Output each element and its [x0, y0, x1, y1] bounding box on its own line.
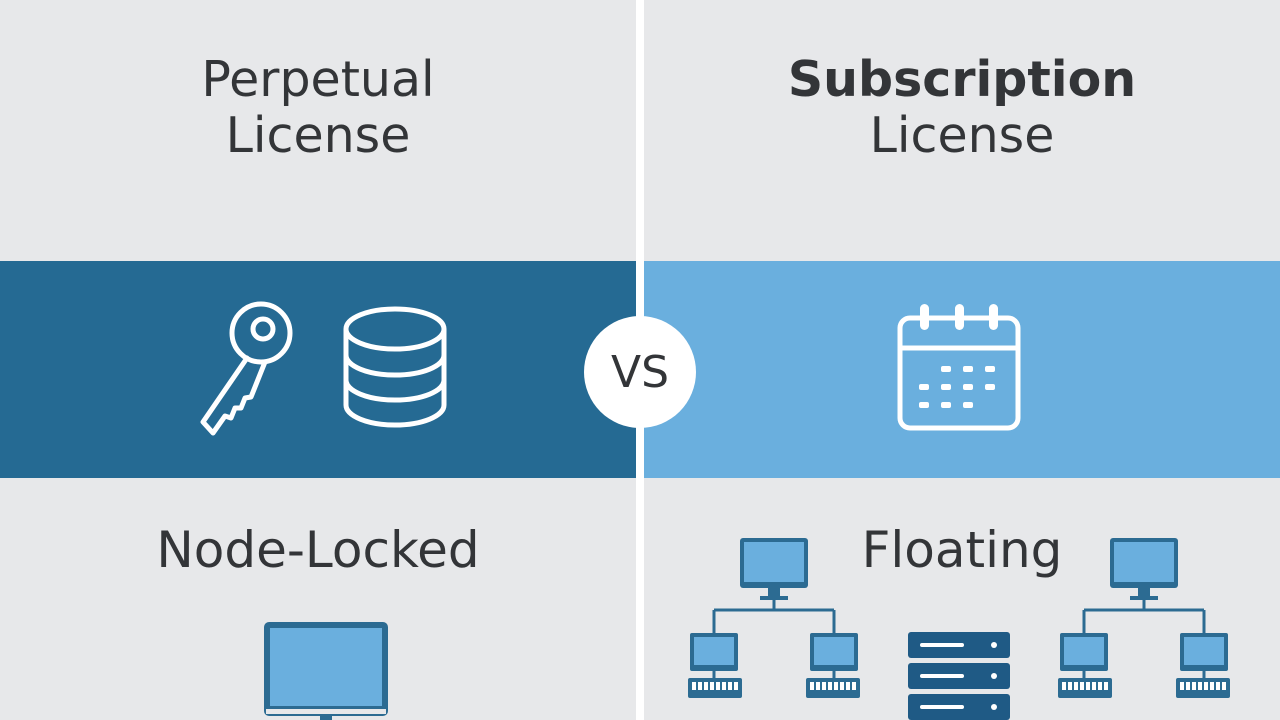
- network-right-icon: [1058, 538, 1230, 698]
- vs-label: VS: [610, 346, 670, 398]
- database-icon: [343, 306, 447, 428]
- vs-badge: VS: [584, 316, 696, 428]
- perpetual-title: Perpetual License: [0, 52, 636, 164]
- perpetual-title-line1: Perpetual: [201, 51, 435, 108]
- subscription-title: Subscription License: [644, 52, 1280, 164]
- node-locked-label: Node-Locked: [156, 521, 480, 579]
- subscription-title-line2: License: [869, 107, 1055, 164]
- perpetual-icon-band: [0, 261, 636, 478]
- network-left-icon: [688, 538, 860, 698]
- calendar-icon: [897, 304, 1021, 431]
- subscription-icon-band: [644, 261, 1280, 478]
- monitor-icon: [264, 622, 388, 720]
- perpetual-title-line2: License: [225, 107, 411, 164]
- key-icon: [200, 301, 293, 436]
- subscription-title-line1: Subscription: [787, 51, 1137, 108]
- floating-label: Floating: [861, 521, 1063, 579]
- server-icon: [908, 632, 1010, 720]
